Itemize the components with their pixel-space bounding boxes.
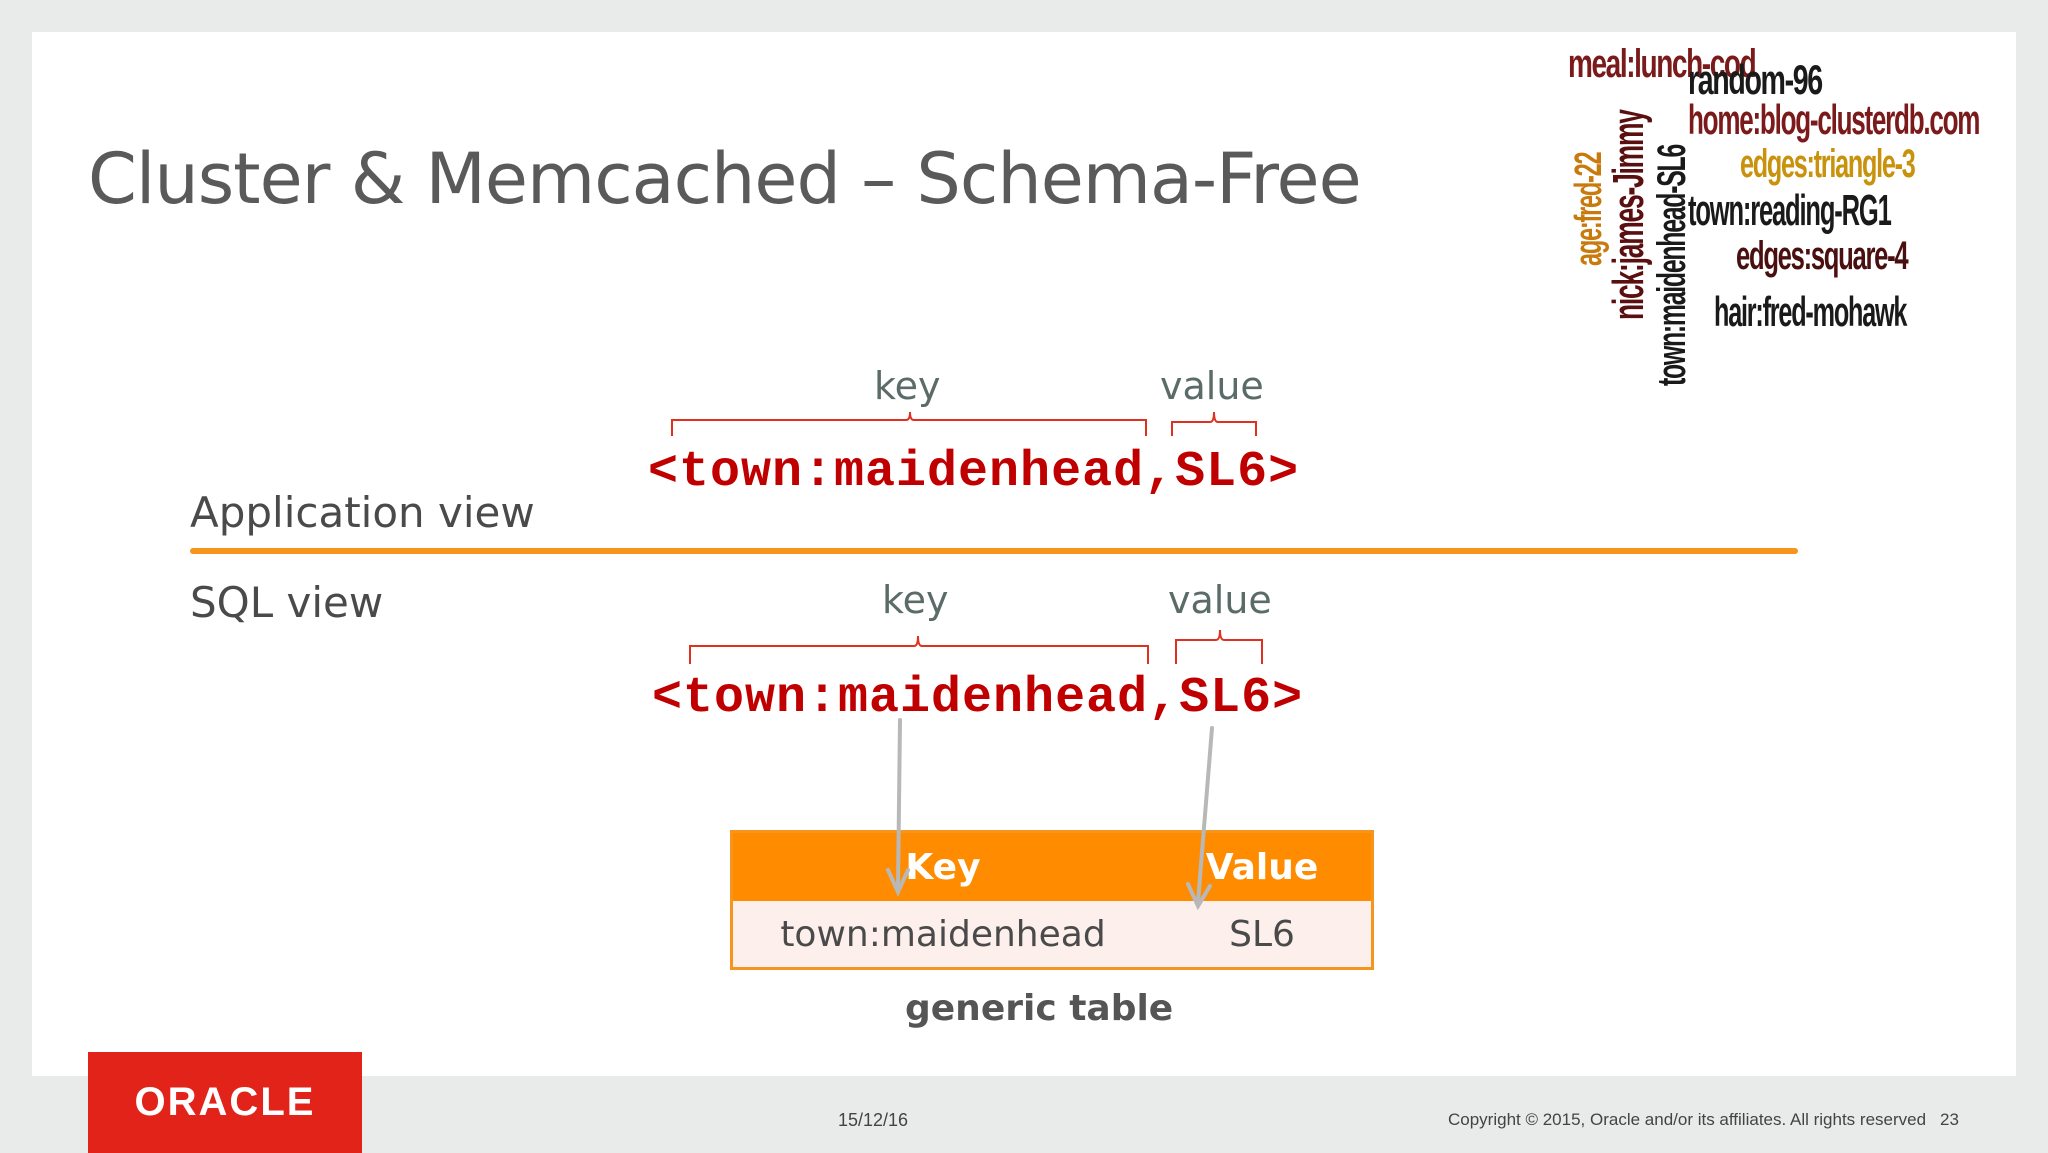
footer-copyright: Copyright © 2015, Oracle and/or its affi… [1448, 1110, 1927, 1129]
app-key-label: key [874, 364, 941, 408]
word-cloud: meal:lunch-cod random-96 home:blog-clust… [1568, 40, 2016, 388]
sql-key-label: key [882, 578, 949, 622]
table-cell-value: SL6 [1229, 913, 1295, 955]
table-row: town:maidenhead SL6 [733, 901, 1371, 967]
table-cell-key: town:maidenhead [780, 913, 1106, 955]
oracle-logo-text: ORACLE [134, 1080, 316, 1124]
table-header-value: Value [1205, 846, 1319, 888]
word-cloud-word: random-96 [1688, 56, 1823, 103]
oracle-logo: ORACLE [88, 1052, 362, 1153]
word-cloud-word: nick:james-Jimmy [1604, 110, 1653, 320]
footer-date: 15/12/16 [838, 1110, 909, 1130]
word-cloud-word: town:maidenhead-SL6 [1650, 145, 1694, 386]
app-key-value-code: <town:maidenhead,SL6> [648, 444, 1300, 501]
table-caption: generic table [905, 988, 1174, 1029]
page-number: 23 [1940, 1110, 1959, 1129]
sql-value-label: value [1168, 578, 1272, 622]
word-cloud-word: town:reading-RG1 [1688, 186, 1892, 235]
word-cloud-word: home:blog-clusterdb.com [1688, 96, 1980, 143]
application-view-label: Application view [190, 488, 535, 537]
word-cloud-word: meal:lunch-cod [1568, 42, 1757, 86]
table-header-row: Key Value [733, 833, 1371, 901]
word-cloud-word: edges:square-4 [1736, 234, 1909, 278]
generic-table: Key Value town:maidenhead SL6 [730, 830, 1374, 970]
slide-title: Cluster & Memcached – Schema-Free [88, 138, 1362, 220]
view-divider [190, 548, 1798, 554]
app-value-label: value [1160, 364, 1264, 408]
word-cloud-word: edges:triangle-3 [1740, 142, 1916, 186]
word-cloud-word: hair:fred-mohawk [1714, 288, 1907, 335]
table-header-key: Key [905, 846, 981, 888]
sql-view-label: SQL view [190, 578, 384, 627]
sql-key-value-code: <town:maidenhead,SL6> [652, 670, 1304, 727]
